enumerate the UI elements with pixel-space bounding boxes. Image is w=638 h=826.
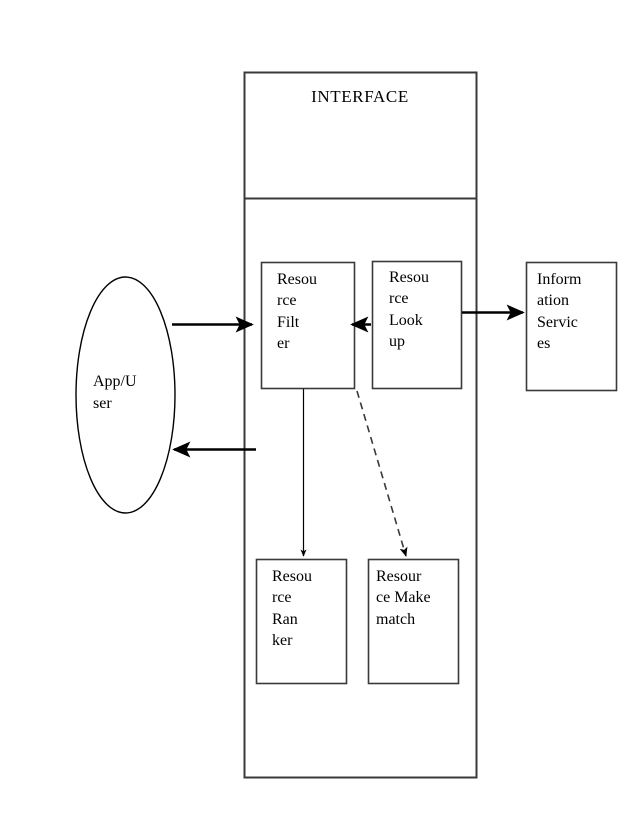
information-services-label: Inform ation Servic es	[537, 271, 582, 352]
resource-filter-label: Resou rce Filt er	[277, 271, 317, 352]
resource-lookup-box	[371, 260, 463, 390]
resource-makematch-label: Resour ce Make match	[376, 568, 431, 628]
information-services-box	[525, 261, 618, 392]
app-user-label: App/U ser	[93, 373, 137, 413]
resource-makematch-box	[367, 558, 460, 685]
app-user-ellipse	[75, 276, 176, 514]
resource-lookup-label: Resou rce Look up	[389, 269, 429, 350]
interface-container	[243, 71, 478, 779]
edge-filter-to-makematch	[356, 390, 408, 557]
interface-title: INTERFACE	[311, 87, 409, 106]
resource-ranker-label: Resou rce Ran ker	[272, 568, 312, 649]
resource-ranker-box	[255, 558, 348, 685]
